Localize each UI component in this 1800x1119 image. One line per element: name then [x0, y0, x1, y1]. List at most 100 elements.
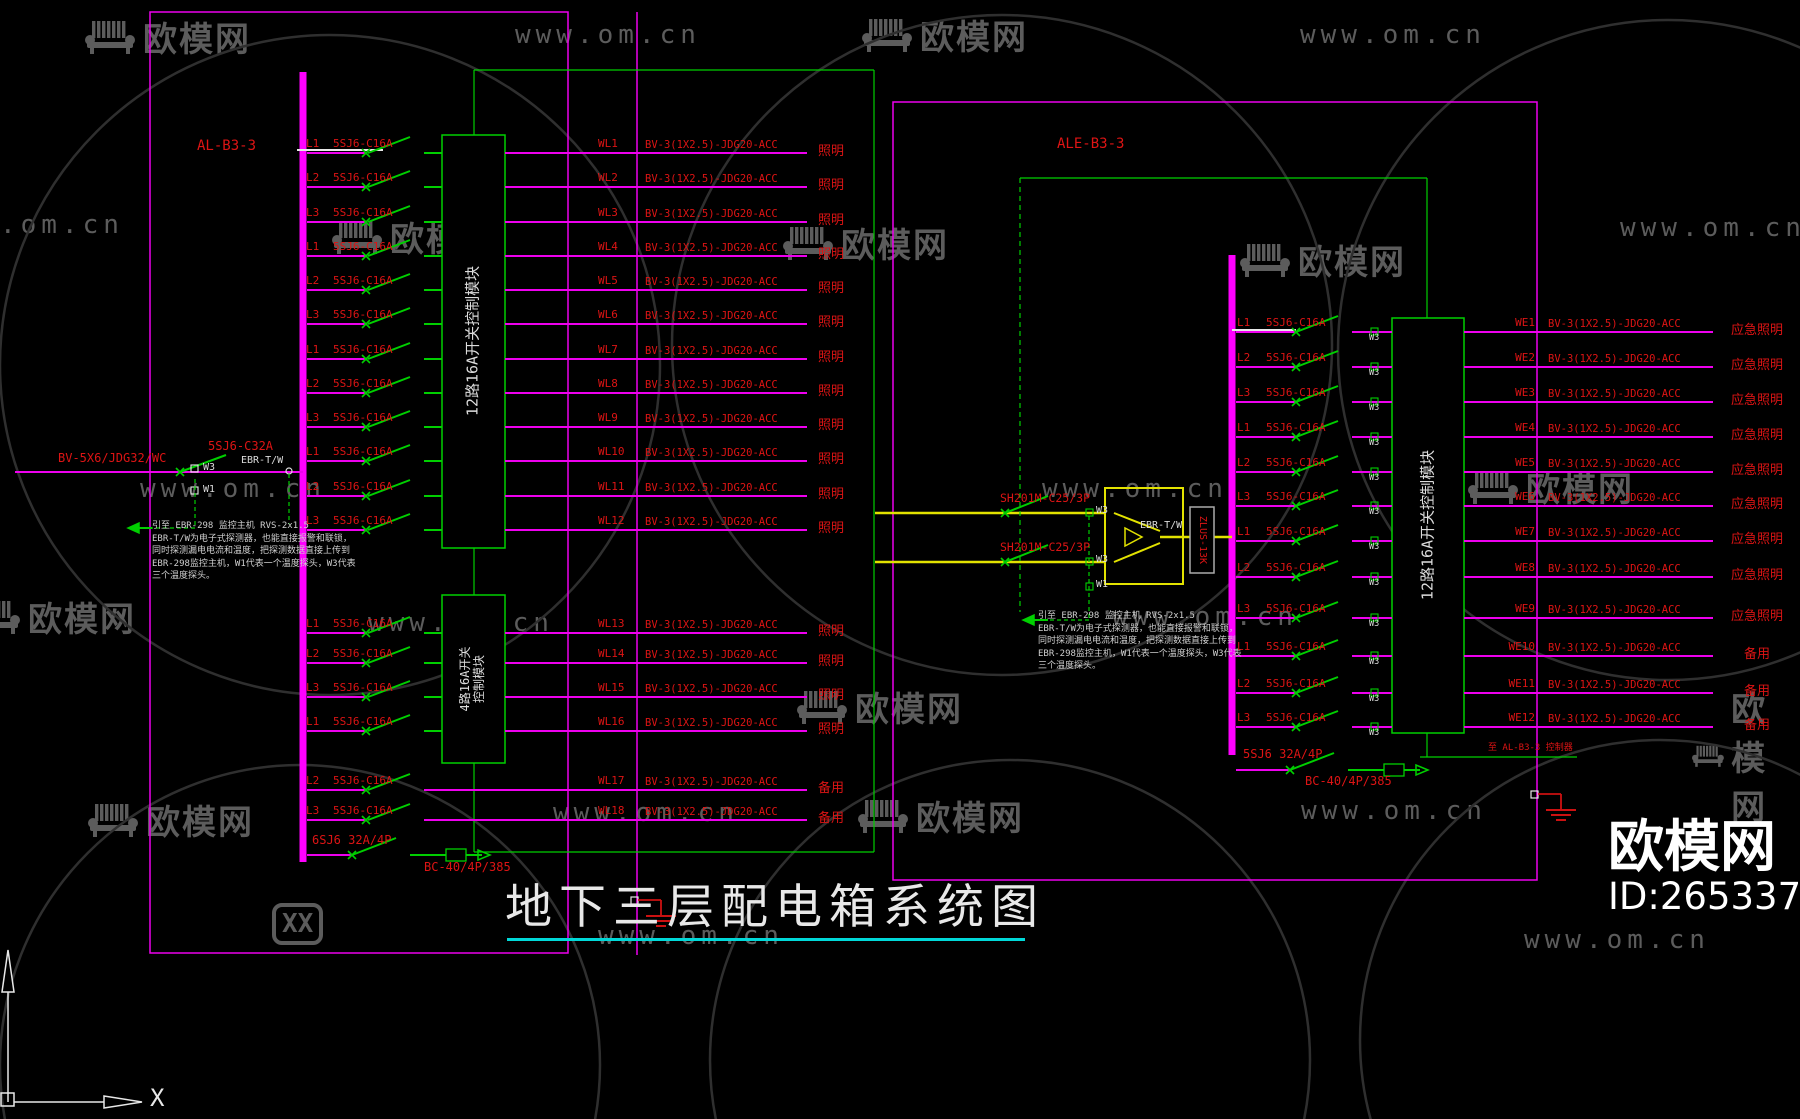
circuit-phase: L2 [306, 647, 320, 660]
w3-label: W3 [1369, 403, 1380, 413]
breaker-contact-mark [361, 148, 371, 158]
w3-label: W3 [1369, 657, 1380, 667]
circuit-cable: BV-3(1X2.5)-JDG20-ACC [1548, 423, 1681, 435]
circuit-switch [367, 479, 411, 497]
circuit-cable: BV-3(1X2.5)-JDG20-ACC [1548, 527, 1681, 539]
w3-label: W3 [1369, 507, 1380, 517]
circuit-load: 照明 [818, 654, 845, 669]
circuit-phase: L3 [306, 308, 320, 321]
circuit-breaker: 5SJ6-C16A [333, 308, 393, 321]
w3-node [190, 464, 199, 473]
watermark-brand: 欧模网 [1731, 690, 1768, 828]
watermark-url-text: www.om.cn [140, 474, 326, 504]
circuit-load: 照明 [818, 247, 845, 262]
circuit-cable: BV-3(1X2.5)-JDG20-ACC [645, 619, 778, 631]
watermark-logo: 欧模网 [88, 795, 254, 844]
left-detector-label: EBR-T/W [241, 455, 284, 466]
circuit-switch [1295, 710, 1339, 728]
circuit-id: WL2 [598, 171, 618, 184]
circuit-id: WE6 [1515, 490, 1535, 503]
circuit-id: WE3 [1515, 386, 1535, 399]
isolator-box [1189, 506, 1215, 574]
circuit-switch [367, 170, 411, 188]
circuit-phase: L1 [306, 445, 320, 458]
circuit-phase: L1 [306, 715, 320, 728]
circuit-id: WE5 [1515, 456, 1535, 469]
circuit-cable: BV-3(1X2.5)-JDG20-ACC [645, 717, 778, 729]
circuit-load: 照明 [818, 281, 845, 296]
breaker-contact-mark [361, 217, 371, 227]
circuit-phase: L3 [1237, 602, 1251, 615]
circuit-switch [1295, 385, 1339, 403]
circuit-switch [367, 136, 411, 154]
circuit-breaker: 5SJ6-C16A [333, 715, 393, 728]
w3-node [1370, 397, 1379, 406]
circuit-load: 照明 [818, 418, 845, 433]
sofa-icon [1468, 470, 1518, 504]
circuit-cable: BV-3(1X2.5)-JDG20-ACC [1548, 563, 1681, 575]
left-note-line: 同时探测漏电电流和温度，把探测数据直接上传到 [152, 546, 351, 557]
left-bottom-breaker: 6SJ6 32A/4P [312, 833, 392, 847]
watermark-brand: 欧模网 [916, 799, 1024, 839]
w3-label: W3 [1096, 505, 1109, 516]
circuit-id: WL7 [598, 343, 618, 356]
circuit-id: WL18 [598, 804, 625, 817]
circuit-phase: L1 [1237, 525, 1251, 538]
circuit-switch [367, 803, 411, 821]
circuit-breaker: 5SJ6-C16A [333, 137, 393, 150]
circuit-switch [367, 646, 411, 664]
breaker-contact-mark [361, 388, 371, 398]
circuit-phase: L2 [1237, 351, 1251, 364]
watermark-circle [670, 13, 1334, 677]
circuit-breaker: 5SJ6-C16A [333, 617, 393, 630]
circuit-phase: L1 [1237, 640, 1251, 653]
circuit-id: WL12 [598, 514, 625, 527]
circuit-load: 应急照明 [1730, 463, 1783, 478]
watermark-brand: 欧模网 [1526, 470, 1634, 510]
breaker-contact-mark [361, 354, 371, 364]
watermark-logo: 欧模网 [862, 10, 1028, 59]
circuit-breaker: 5SJ6-C16A [333, 240, 393, 253]
circuit-phase: L1 [306, 343, 320, 356]
watermark-circle [1358, 738, 1800, 1119]
circuit-switch [1295, 455, 1339, 473]
watermark-url: www.om.cn [1300, 20, 1486, 50]
ucs-origin-box [0, 1092, 15, 1107]
circuit-breaker: 5SJ6-C16A [333, 411, 393, 424]
w3-label: W3 [1369, 619, 1380, 629]
circuit-load: 照明 [818, 384, 845, 399]
circuit-breaker: 5SJ6-C16A [1266, 711, 1326, 724]
watermark-logo: 欧模网 [1692, 682, 1800, 829]
breaker-contact-mark [361, 815, 371, 825]
circuit-breaker: 5SJ6-C16A [1266, 386, 1326, 399]
right-panel-name: ALE-B3-3 [1057, 136, 1125, 152]
left-panel-border [149, 11, 569, 954]
circuit-load: 备用 [1743, 647, 1770, 662]
circuit-breaker: 5SJ6-C16A [1266, 525, 1326, 538]
circuit-id: WL14 [598, 647, 625, 660]
circuit-phase: L1 [1237, 316, 1251, 329]
sofa-icon [1692, 745, 1724, 767]
watermark-mark: XX [272, 903, 324, 945]
w3-node [1370, 501, 1379, 510]
w3-label: W3 [1369, 728, 1380, 738]
circuit-cable: BV-3(1X2.5)-JDG20-ACC [645, 208, 778, 220]
circuit-phase: L3 [306, 206, 320, 219]
circuit-cable: BV-3(1X2.5)-JDG20-ACC [645, 447, 778, 459]
breaker-contact-mark [361, 285, 371, 295]
circuit-breaker: 5SJ6-C16A [333, 480, 393, 493]
watermark-url-text: www.om.cn [553, 798, 739, 828]
site-badge: 欧模网 ID:2653371 [1608, 820, 1800, 919]
right-note-line: EBR-298监控主机，W1代表一个温度探头，W3代表 [1038, 648, 1242, 659]
w3-node [1370, 572, 1379, 581]
left-incoming-cable: BV-5X6/JDG32/WC [58, 451, 167, 465]
w1-label: W1 [1096, 579, 1109, 590]
w3-label: W3 [1369, 368, 1380, 378]
circuit-switch [367, 307, 411, 325]
ats-input-breaker: SH201M-C25/3P [1000, 491, 1091, 505]
ucs-x-label: X [150, 1084, 165, 1112]
circuit-phase: L3 [1237, 711, 1251, 724]
circuit-breaker: 5SJ6-C16A [1266, 677, 1326, 690]
breaker-contact-mark [361, 422, 371, 432]
